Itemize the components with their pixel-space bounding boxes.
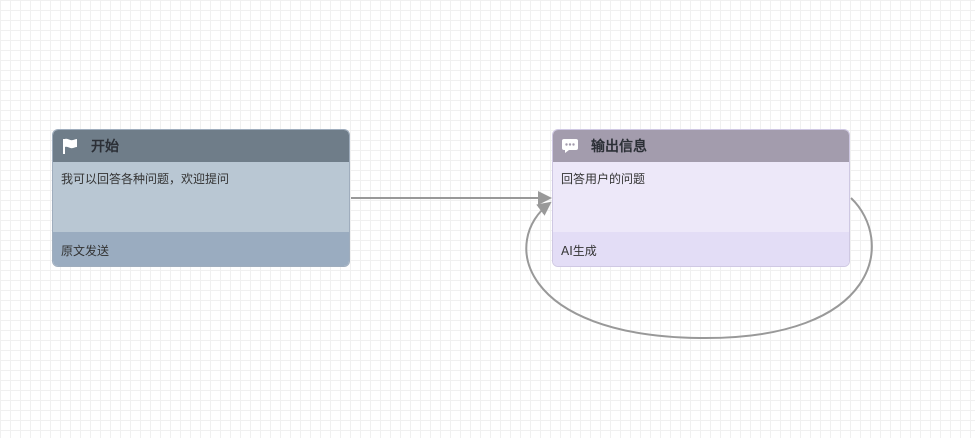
chat-bubble-icon bbox=[561, 137, 579, 155]
node-start-header: 开始 bbox=[53, 130, 349, 162]
node-start[interactable]: 开始 我可以回答各种问题，欢迎提问 原文发送 bbox=[52, 129, 350, 267]
node-output-title: 输出信息 bbox=[591, 139, 647, 155]
node-output-body: 回答用户的问题 bbox=[553, 162, 849, 232]
node-output-footer: AI生成 bbox=[553, 232, 849, 266]
node-start-footer: 原文发送 bbox=[53, 232, 349, 266]
node-start-body: 我可以回答各种问题，欢迎提问 bbox=[53, 162, 349, 232]
flag-icon bbox=[61, 137, 79, 155]
node-output-header: 输出信息 bbox=[553, 130, 849, 162]
node-start-title: 开始 bbox=[91, 139, 119, 155]
node-output[interactable]: 输出信息 回答用户的问题 AI生成 bbox=[552, 129, 850, 267]
